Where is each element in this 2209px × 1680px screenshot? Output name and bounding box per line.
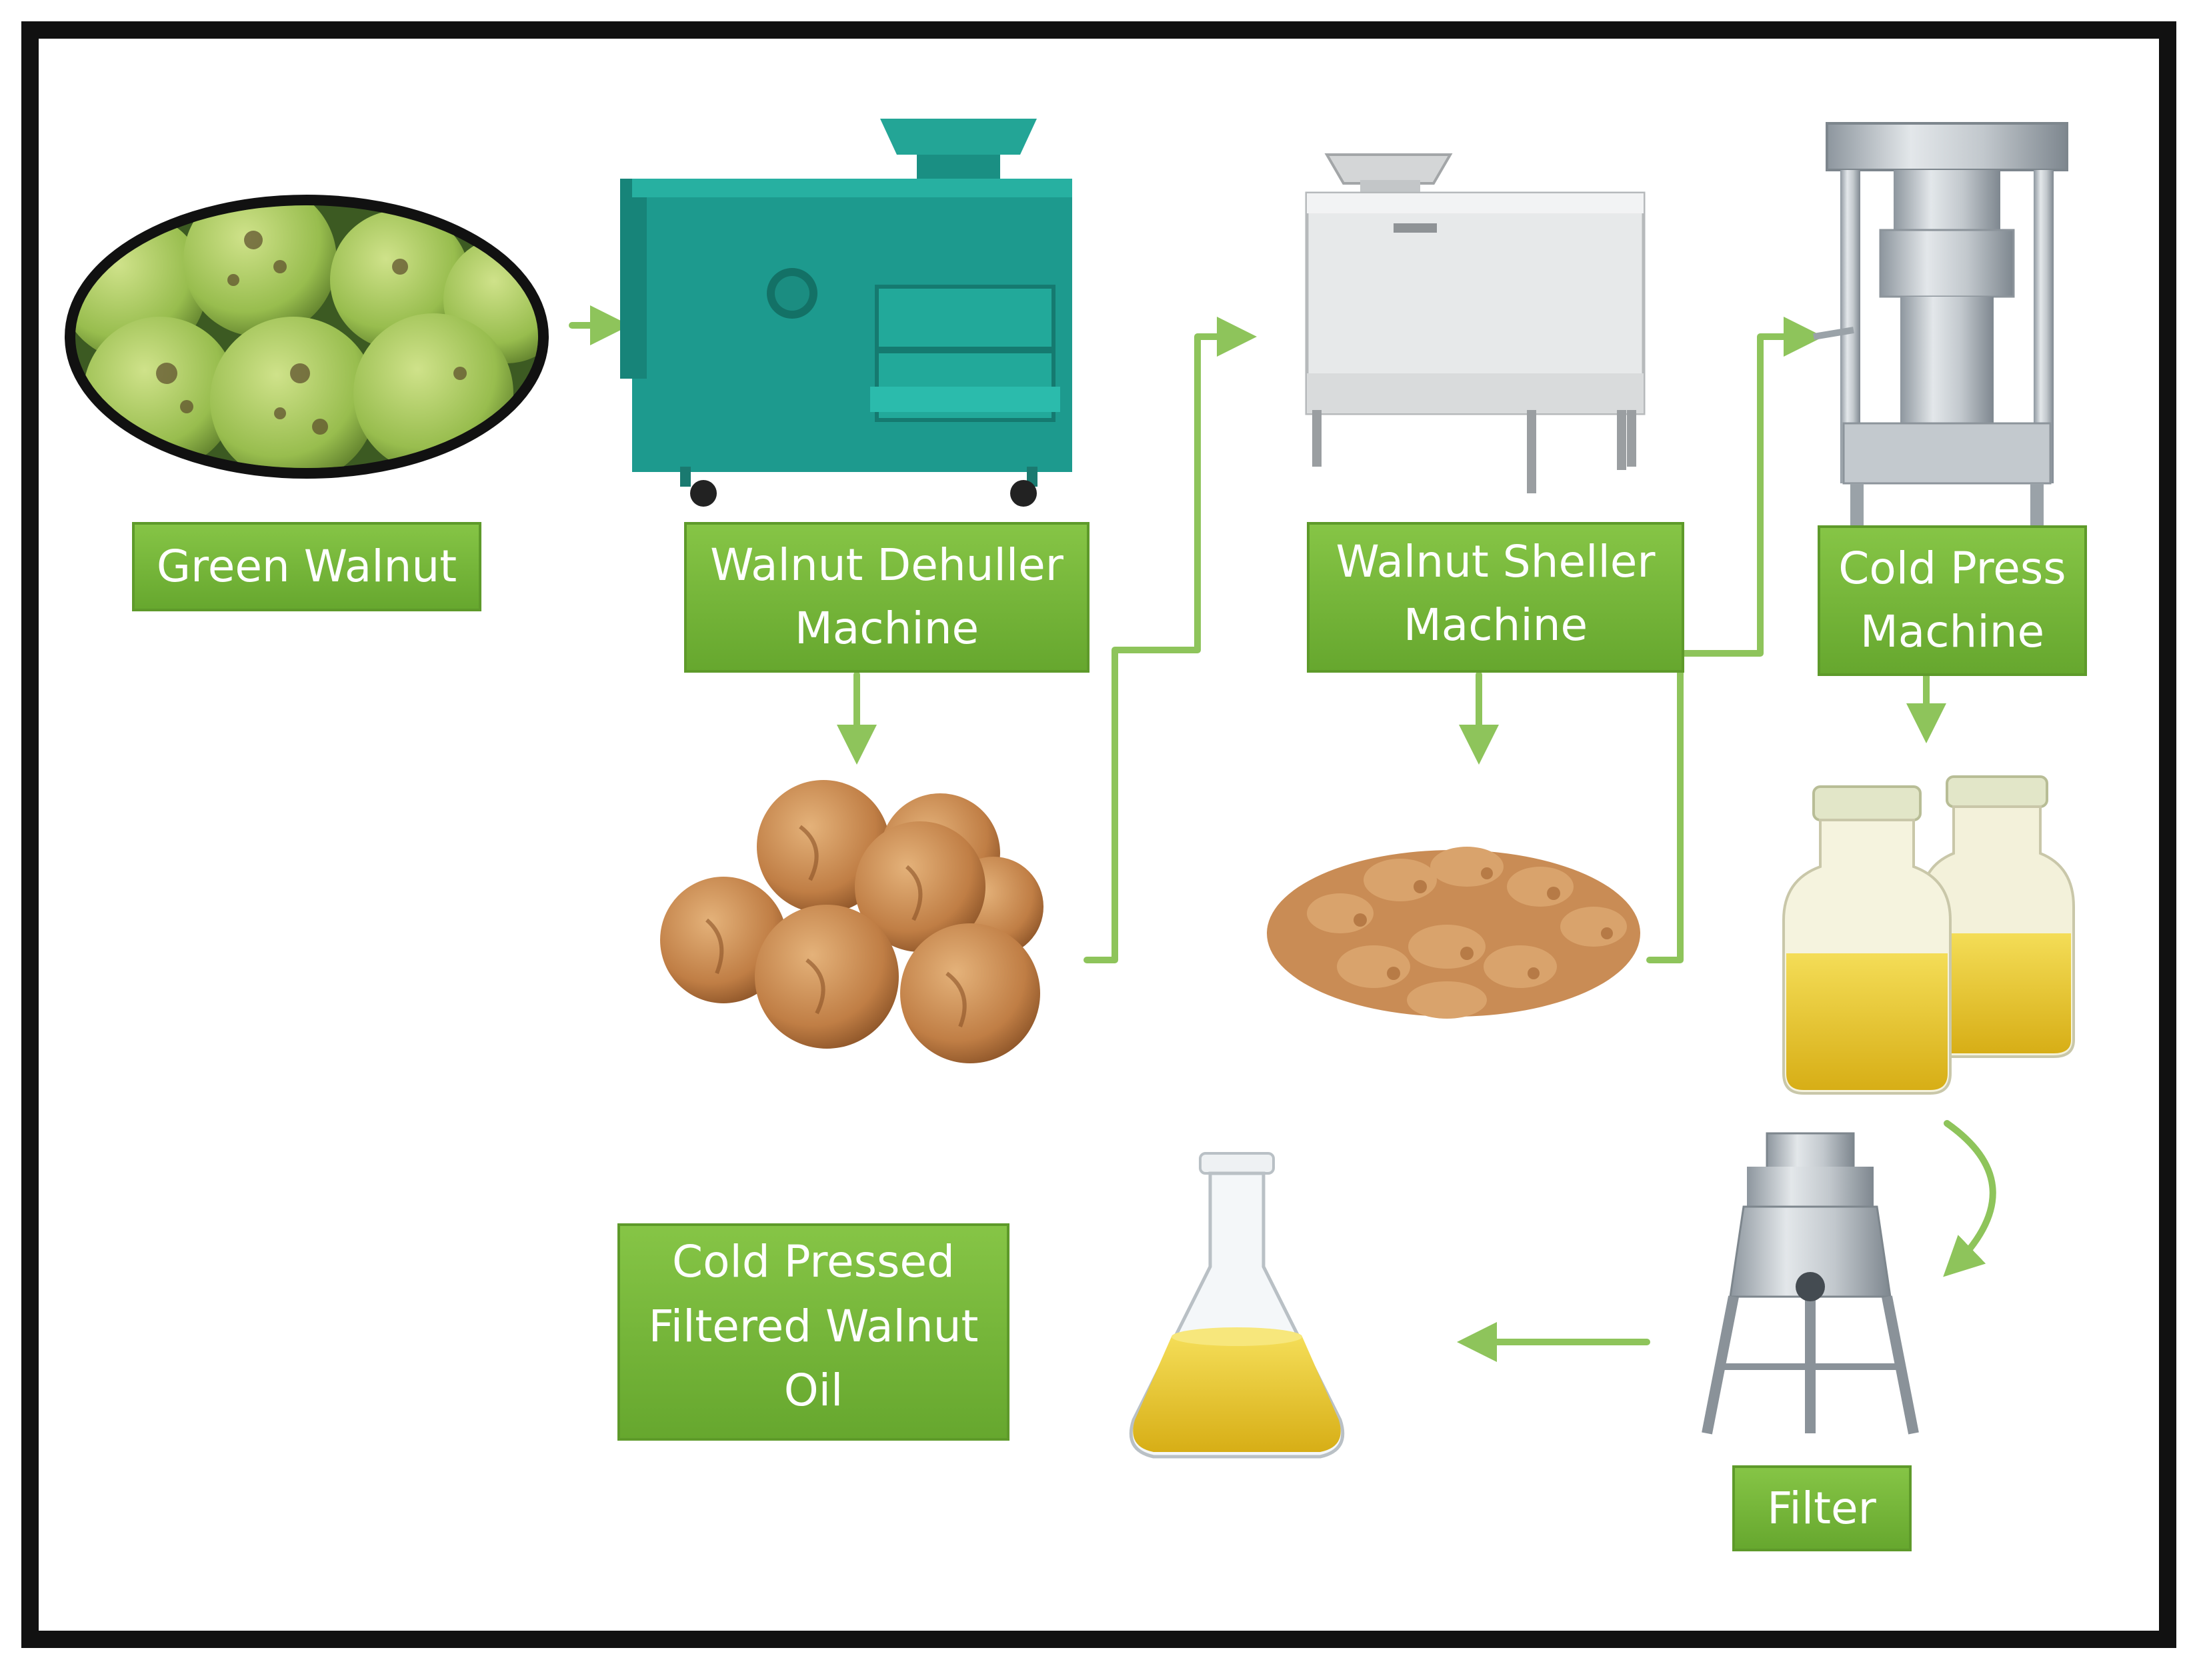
oil-bottles-icon [1782,775,2075,1095]
centrifugal-oil-filter-icon [1702,1132,1919,1435]
walnut-dehuller-machine-icon [620,119,1072,507]
hydraulic-cold-press-icon [1813,122,2068,527]
label-final-oil-line-3: Oil [784,1365,843,1416]
label-press-line-2: Machine [1860,606,2044,657]
label-cold-pressed-filtered-walnut-oil: Cold Pressed Filtered Walnut Oil [617,1223,1009,1441]
green-walnuts-photo-icon [65,195,549,479]
inshell-walnuts-icon [660,780,1043,1063]
label-dehuller-line-1: Walnut Dehuller [710,539,1064,591]
label-cold-press-machine: Cold Press Machine [1818,525,2087,676]
label-press-line-1: Cold Press [1838,543,2066,594]
label-walnut-sheller-machine: Walnut Sheller Machine [1307,522,1684,673]
walnut-sheller-machine-icon [1305,153,1646,493]
connectors [569,305,1996,1362]
label-final-oil-line-2: Filtered Walnut [649,1301,979,1352]
connector-kernels-to-press [1646,317,1824,963]
curved-arrow-bottles-to-filter [1943,1120,1996,1277]
label-dehuller-line-2: Machine [795,603,979,654]
label-filter: Filter [1732,1465,1912,1551]
label-filter-line-1: Filter [1767,1483,1876,1534]
label-green-walnut: Green Walnut [132,522,481,611]
label-final-oil-line-1: Cold Pressed [672,1236,955,1287]
label-sheller-line-1: Walnut Sheller [1336,536,1656,587]
label-green-walnut-line-1: Green Walnut [157,541,457,592]
oil-flask-icon [1129,1152,1345,1459]
walnut-kernels-icon [1267,847,1640,1019]
label-walnut-dehuller-machine: Walnut Dehuller Machine [684,522,1089,673]
connector-shelled-to-sheller [1083,317,1257,963]
label-sheller-line-2: Machine [1404,599,1588,651]
